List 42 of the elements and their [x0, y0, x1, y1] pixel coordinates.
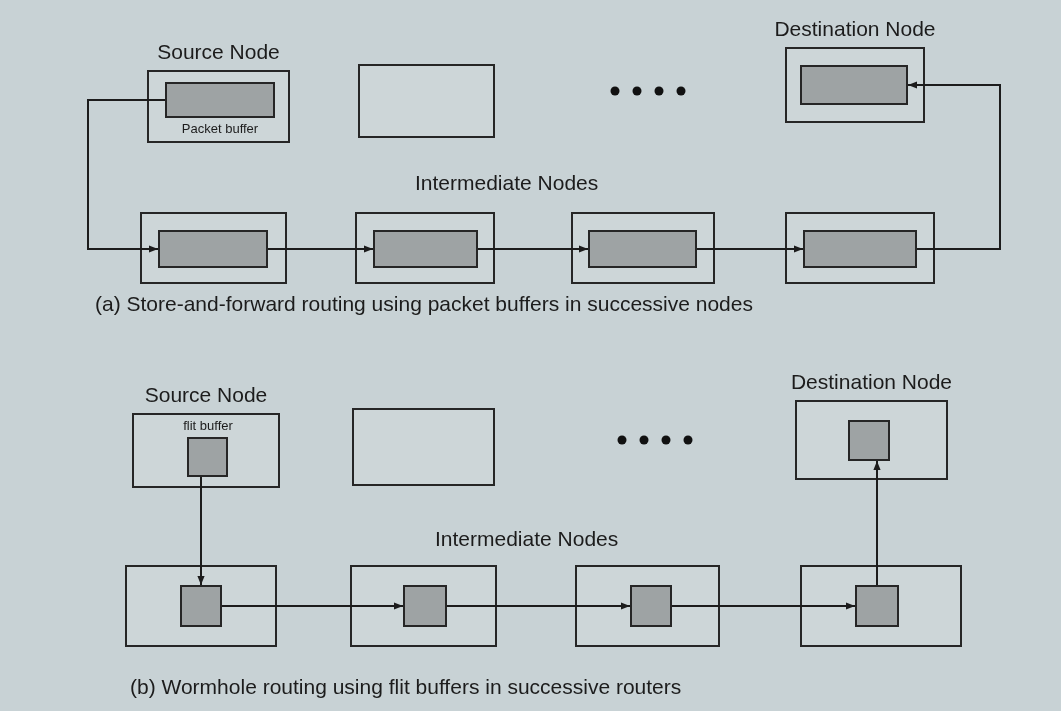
- node-box: [140, 212, 287, 284]
- node-label: Source Node: [144, 383, 268, 407]
- node-box: [125, 565, 277, 647]
- buffer-box: [403, 585, 447, 627]
- node-box: [350, 565, 497, 647]
- arrow: [671, 602, 856, 610]
- figure-caption: (a) Store-and-forward routing using packet buffers in successive nodes: [95, 291, 753, 317]
- node-box: [352, 408, 495, 486]
- node-box: [785, 212, 935, 284]
- group-label: Intermediate Nodes: [435, 526, 619, 552]
- arrow: [477, 245, 589, 253]
- arrow: [696, 245, 804, 253]
- arrow: [267, 245, 374, 253]
- node-label: Destination Node: [790, 370, 953, 394]
- buffer-box: [855, 585, 899, 627]
- buffer-caption: flit buffer: [182, 418, 234, 433]
- arrow: [87, 99, 166, 253]
- node-label: Source Node: [157, 40, 280, 64]
- buffer-box: [803, 230, 917, 268]
- group-label: Intermediate Nodes: [415, 170, 599, 196]
- buffer-box: [165, 82, 275, 118]
- arrow: [446, 602, 631, 610]
- buffer-box: [187, 437, 228, 477]
- arrow: [873, 460, 881, 586]
- buffer-box: [588, 230, 697, 268]
- node-box: [575, 565, 720, 647]
- node-label: Destination Node: [774, 17, 936, 41]
- buffer-box: [158, 230, 268, 268]
- arrow: [221, 602, 404, 610]
- node-box: [800, 565, 962, 647]
- buffer-box: [373, 230, 478, 268]
- node-box: [358, 64, 495, 138]
- figure-caption: (b) Wormhole routing using flit buffers in successive routers: [130, 674, 682, 700]
- buffer-box: [180, 585, 222, 627]
- node-box: [355, 212, 495, 284]
- buffer-box: [848, 420, 890, 461]
- arrow: [907, 81, 1001, 250]
- node-box: [571, 212, 715, 284]
- buffer-box: [630, 585, 672, 627]
- buffer-box: [800, 65, 908, 105]
- buffer-caption: Packet buffer: [180, 121, 260, 136]
- arrow: [197, 476, 205, 586]
